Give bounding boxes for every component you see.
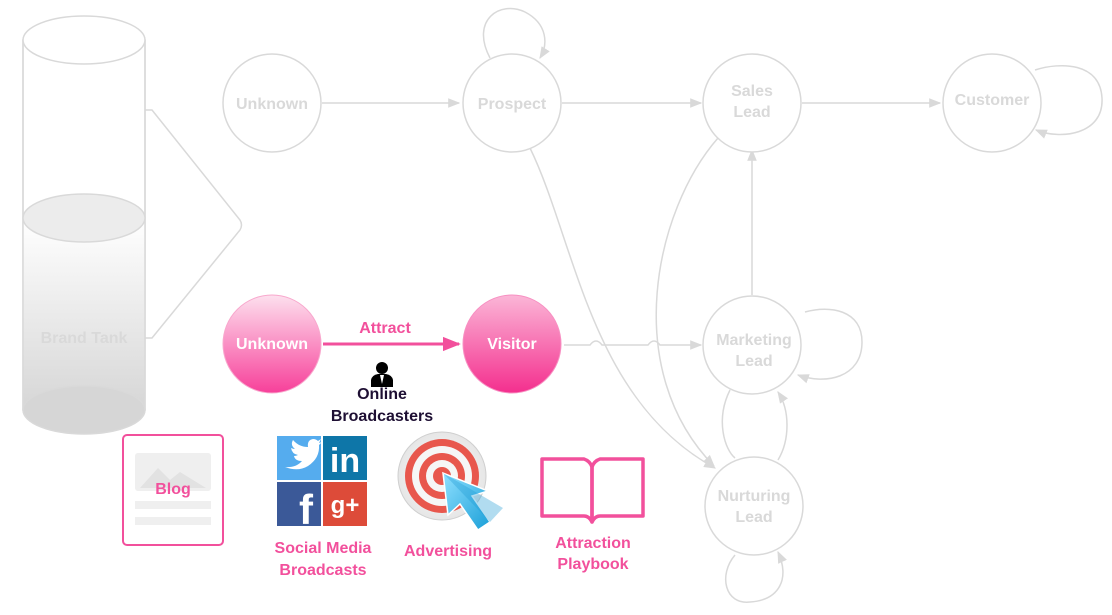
svg-text:f: f	[299, 486, 314, 533]
svg-text:Nurturing: Nurturing	[718, 488, 791, 505]
svg-text:Lead: Lead	[735, 509, 772, 526]
cursor-icon	[442, 471, 503, 532]
svg-text:Unknown: Unknown	[236, 336, 308, 353]
tank-bracket	[145, 109, 243, 339]
loop-customer	[1034, 65, 1103, 139]
svg-text:Marketing: Marketing	[716, 332, 792, 349]
facebook-icon: f	[277, 482, 321, 533]
book-icon	[540, 457, 645, 524]
broadcasters-label-line1: Online	[357, 386, 407, 403]
social-label-line1: Social Media	[275, 540, 372, 557]
node-marketing-lead: Marketing Lead	[702, 295, 802, 395]
blog-label: Blog	[155, 481, 191, 498]
svg-text:Customer: Customer	[955, 92, 1030, 109]
brand-tank: Brand Tank	[22, 15, 146, 435]
social-label-line2: Broadcasts	[279, 562, 366, 579]
svg-text:Lead: Lead	[733, 104, 770, 121]
svg-text:Visitor: Visitor	[487, 336, 537, 353]
node-unknown-top: Unknown	[222, 53, 322, 153]
svg-text:in: in	[330, 442, 360, 480]
svg-text:Prospect: Prospect	[478, 96, 547, 113]
brand-tank-label: Brand Tank	[41, 330, 128, 347]
image-placeholder-icon	[135, 453, 211, 491]
playbook-label-line2: Playbook	[557, 556, 628, 573]
node-customer: Customer	[942, 53, 1042, 153]
svg-text:Sales: Sales	[731, 83, 773, 100]
loop-marketing	[796, 308, 863, 384]
linkedin-icon: in	[323, 436, 367, 480]
gray-connectors	[322, 7, 1103, 603]
node-prospect: Prospect	[462, 53, 562, 153]
playbook-label-line1: Attraction	[555, 535, 631, 552]
node-unknown-active: Unknown	[222, 294, 322, 394]
edge-visitor-marketing	[564, 340, 703, 350]
edge-nurturing-marketing	[721, 389, 736, 459]
broadcasters-label-line2: Broadcasters	[331, 408, 433, 425]
googleplus-icon: g+	[323, 482, 367, 526]
node-sales-lead: Sales Lead	[702, 53, 802, 153]
loop-prospect	[482, 7, 550, 60]
node-visitor: Visitor	[462, 294, 562, 394]
edge-prospect-nurturing	[529, 147, 717, 469]
edge-nurturing-marketing-up	[777, 391, 788, 461]
loop-nurturing	[724, 550, 787, 603]
svg-text:Unknown: Unknown	[236, 96, 308, 113]
twitter-icon	[277, 436, 322, 480]
edge-attract-label: Attract	[359, 320, 411, 337]
node-nurturing-lead: Nurturing Lead	[704, 456, 804, 556]
svg-text:g+: g+	[331, 492, 360, 519]
svg-text:Lead: Lead	[735, 353, 772, 370]
blog-card: Blog	[122, 434, 224, 546]
person-icon	[371, 362, 393, 387]
edge-sales-nurturing	[655, 137, 719, 467]
advertising-label: Advertising	[404, 543, 492, 560]
